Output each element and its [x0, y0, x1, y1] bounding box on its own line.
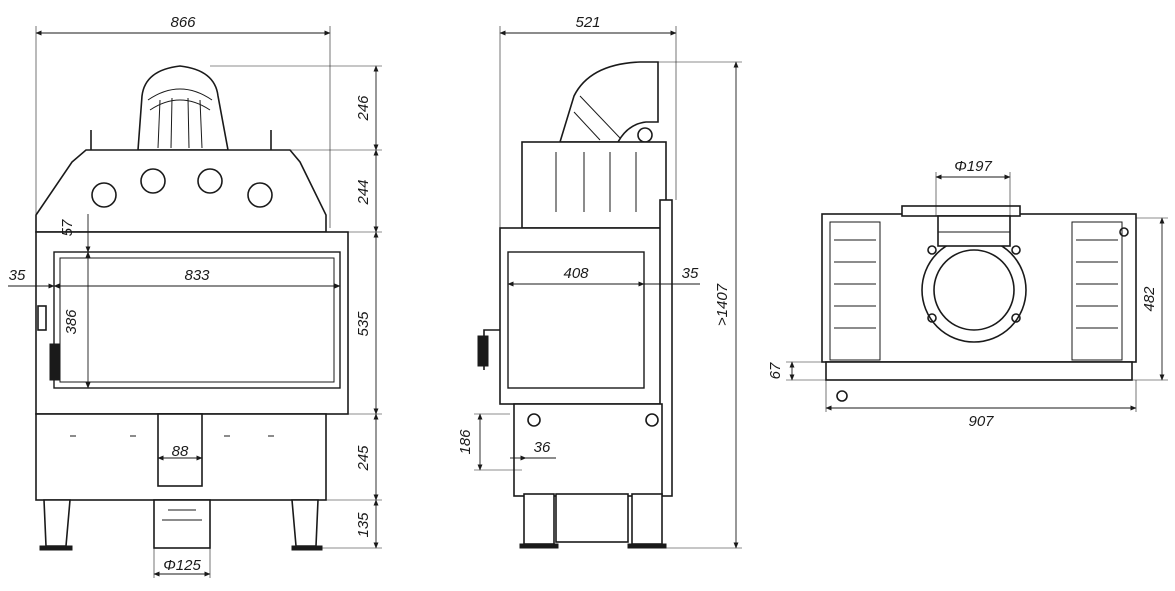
top-view — [821, 205, 1137, 402]
front-door-handle — [49, 343, 61, 381]
dim-left-offset: 35 — [9, 267, 26, 284]
dim-inner-width: 833 — [184, 267, 210, 284]
front-right-leg — [291, 499, 319, 547]
dim-flue-height: 246 — [355, 95, 372, 122]
side-base — [513, 403, 663, 497]
dim-door-height: 535 — [355, 311, 372, 337]
side-glass — [507, 251, 645, 389]
side-rear-leg — [523, 493, 555, 545]
front-left-leg — [43, 499, 71, 547]
dim-top-flue-diameter: Φ197 — [954, 158, 992, 175]
dim-handle-height: 186 — [457, 429, 474, 455]
front-flue-dome — [137, 65, 229, 151]
dim-leg-height: 135 — [355, 512, 372, 538]
top-flue-collar — [921, 215, 1027, 343]
side-view — [477, 61, 673, 549]
convection-holes — [91, 168, 273, 208]
front-air-channel — [157, 413, 203, 487]
dim-air-inlet-width: 88 — [172, 443, 189, 460]
side-top-housing — [521, 141, 667, 229]
dim-side-glass-width: 408 — [563, 265, 589, 282]
side-handle — [477, 335, 489, 367]
front-glass — [53, 251, 341, 389]
side-dimensions: 521 408 35 >1407 186 36 — [457, 14, 742, 549]
dim-total-height: >1407 — [714, 283, 731, 326]
dim-base-height: 245 — [355, 445, 372, 472]
front-view — [35, 65, 349, 551]
front-top-housing — [35, 149, 327, 233]
top-dimensions: Φ197 482 67 907 — [767, 158, 1168, 430]
side-air-inlet — [555, 493, 629, 543]
dim-side-depth: 521 — [575, 14, 600, 31]
dim-top-section: 244 — [355, 179, 372, 205]
front-air-inlet — [153, 499, 211, 549]
front-dimensions: 866 833 35 57 386 246 244 535 245 135 88… — [8, 14, 382, 578]
dim-top-front-offset: 67 — [767, 362, 784, 379]
dim-front-width: 866 — [170, 14, 196, 31]
side-front-leg — [631, 493, 663, 545]
dim-side-offset: 35 — [682, 265, 699, 282]
dim-glass-top: 57 — [59, 219, 76, 236]
dim-glass-height: 386 — [63, 309, 80, 335]
dim-handle-offset: 36 — [534, 439, 551, 456]
side-flue-elbow — [558, 61, 659, 143]
dim-top-width: 907 — [968, 413, 994, 430]
dim-air-inlet-diameter: Φ125 — [163, 557, 201, 574]
dim-top-depth: 482 — [1141, 286, 1158, 312]
